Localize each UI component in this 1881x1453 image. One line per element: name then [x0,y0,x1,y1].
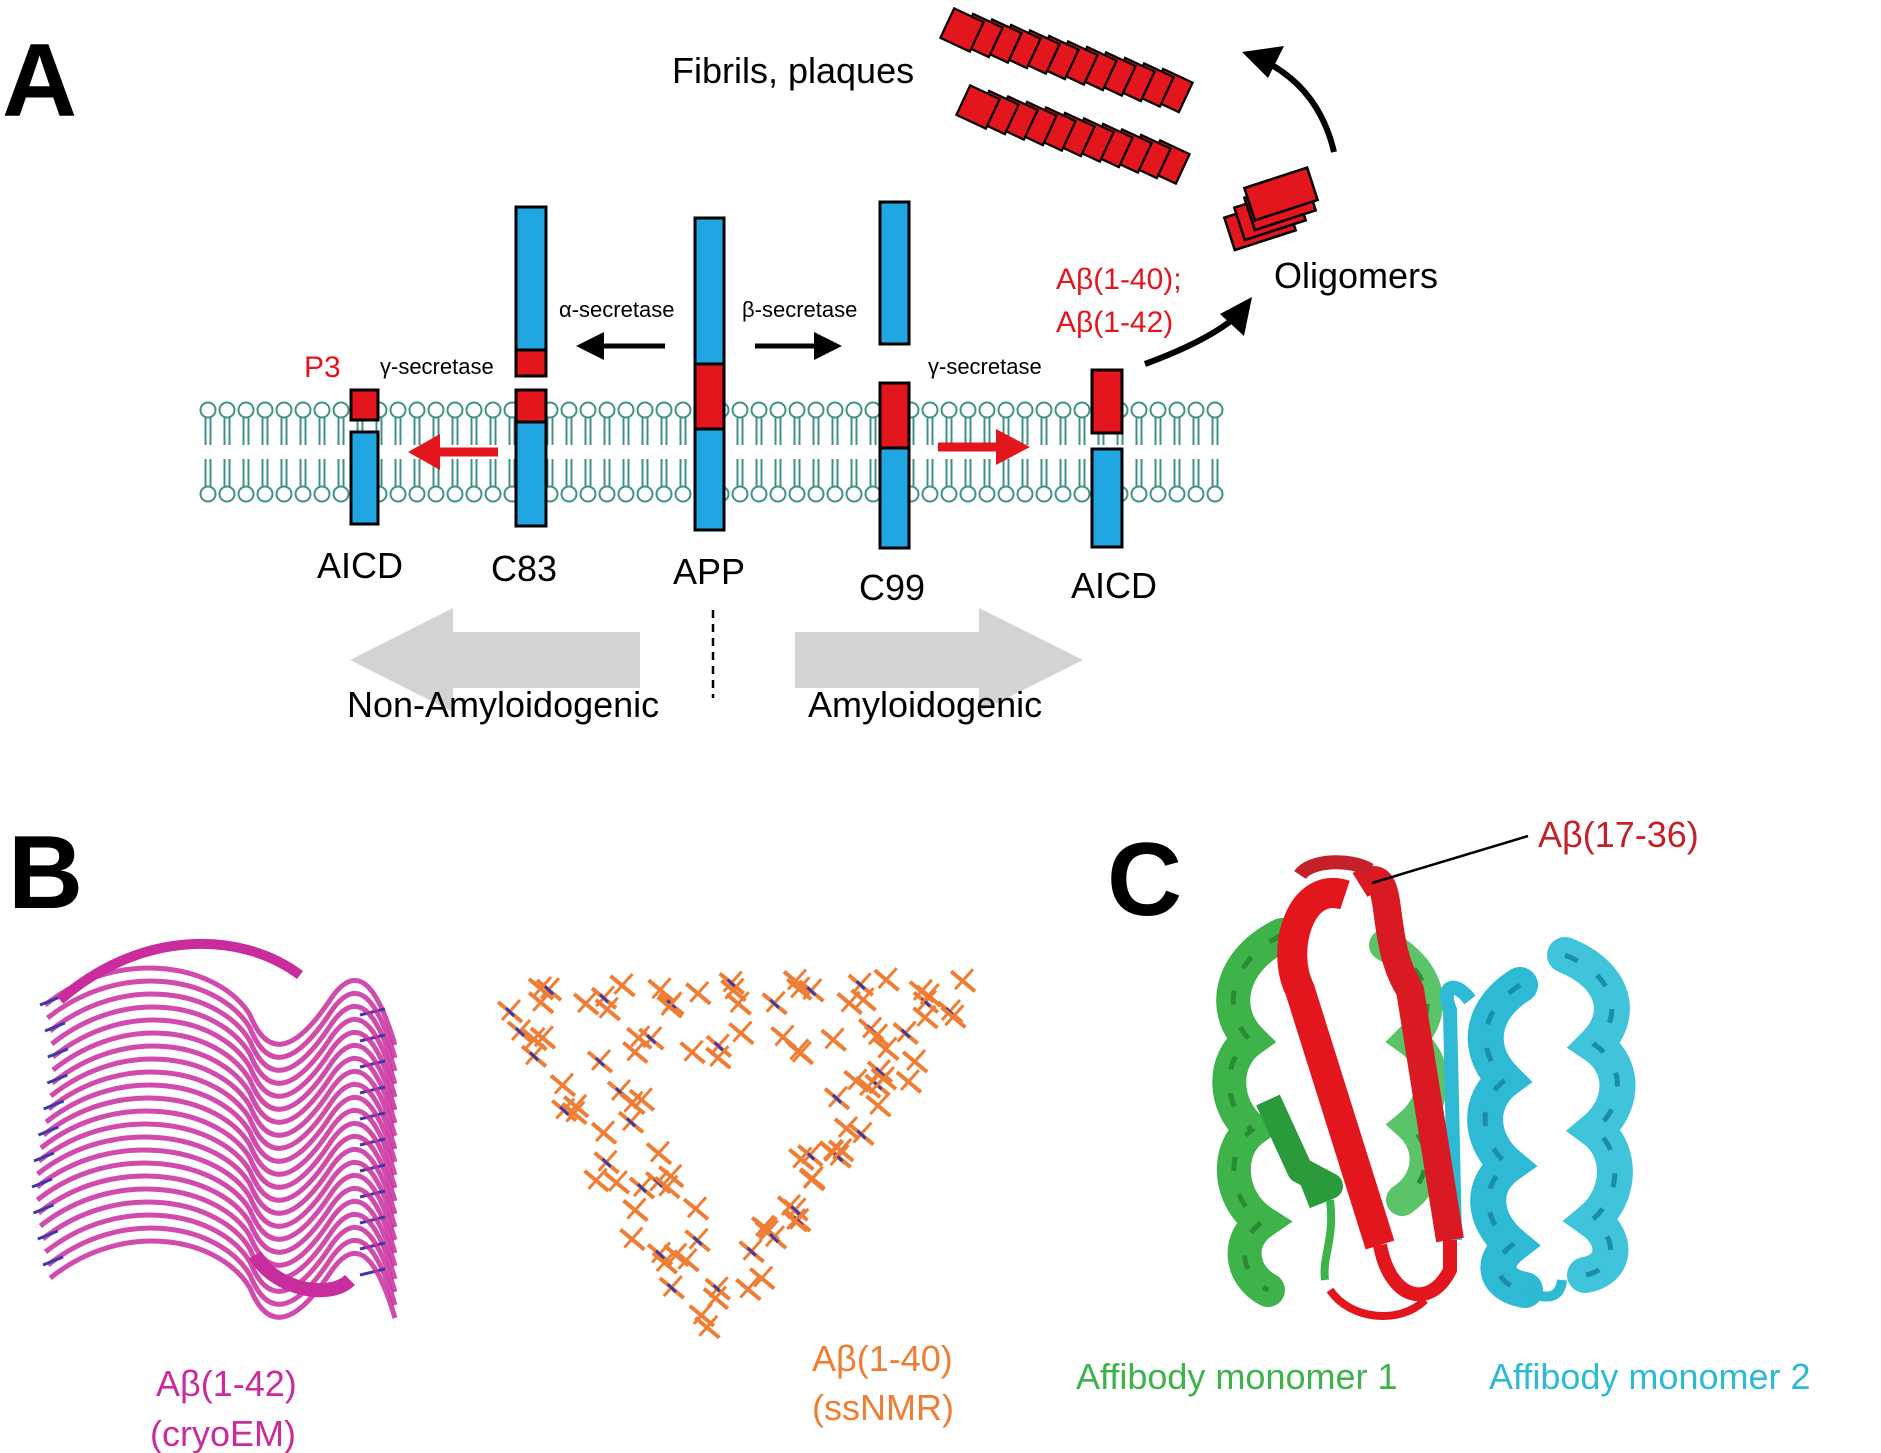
aicd-left-label: AICD [317,545,403,586]
c99-fragment [878,200,911,550]
c99-label: C99 [859,567,925,608]
app-protein [693,216,726,532]
beta-secretase-arrow [755,332,842,360]
oligomers-icon [1222,166,1320,252]
alpha-secretase-arrow [576,332,665,360]
oligomers-label: Oligomers [1274,255,1438,296]
ssnmr-label-line1: Aβ(1-40) [812,1338,953,1379]
abeta-segment-label: Aβ(17-36) [1538,814,1699,855]
non-amyloidogenic-label: Non-Amyloidogenic [347,684,659,725]
amyloidogenic-label: Amyloidogenic [808,684,1042,725]
aicd-left-fragment [349,388,380,526]
cryoem-label-line1: Aβ(1-42) [156,1363,297,1404]
panel-b-letter: B [8,815,83,931]
gamma-cleavage-right-arrow [938,429,1030,465]
beta-secretase-label: β-secretase [742,297,857,322]
panel-c-letter: C [1107,822,1182,938]
cryoem-fibril-structure [31,938,398,1320]
gamma-cleavage-left-arrow [408,434,498,470]
affibody-monomer-1-label: Affibody monomer 1 [1076,1356,1398,1397]
affibody-monomer-2-label: Affibody monomer 2 [1489,1356,1811,1397]
app-label: APP [673,551,745,592]
alpha-secretase-label: α-secretase [559,297,674,322]
aicd-right-label: AICD [1071,565,1157,606]
p3-label: P3 [304,351,341,384]
abeta-hairpin-ribbon [1277,855,1464,1320]
oligomers-to-fibrils-arrow [1242,46,1337,153]
aicd-right-fragment [1090,368,1124,549]
amyloidogenic-arrow [795,608,1083,712]
gamma-secretase-right-label: γ-secretase [928,354,1042,379]
abeta-label-line2: Aβ(1-42) [1056,306,1173,339]
panel-b: B Aβ(1-42) (cryoEM) Aβ(1-40) (ssNMR) [8,815,977,1453]
ssnmr-fibril-structure [496,967,977,1340]
abeta-to-oligomers-arrow [1143,297,1252,367]
abeta-label-line1: Aβ(1-40); [1056,263,1182,296]
abeta-segment-leader-line [1371,834,1529,885]
non-amyloidogenic-arrow [350,608,640,712]
c83-label: C83 [491,548,557,589]
panel-a: A [2,6,1438,725]
panel-c: C Aβ(17-36) Affibod [1076,814,1811,1397]
c83-fragment [514,205,548,528]
cryoem-label-line2: (cryoEM) [150,1413,296,1453]
ssnmr-label-line2: (ssNMR) [812,1387,954,1428]
gamma-secretase-left-label: γ-secretase [380,354,494,379]
fibrils-label: Fibrils, plaques [672,50,914,91]
panel-a-letter: A [2,23,77,139]
fibrils-icon [938,6,1195,186]
affibody-monomer-2-ribbon [1439,937,1636,1308]
